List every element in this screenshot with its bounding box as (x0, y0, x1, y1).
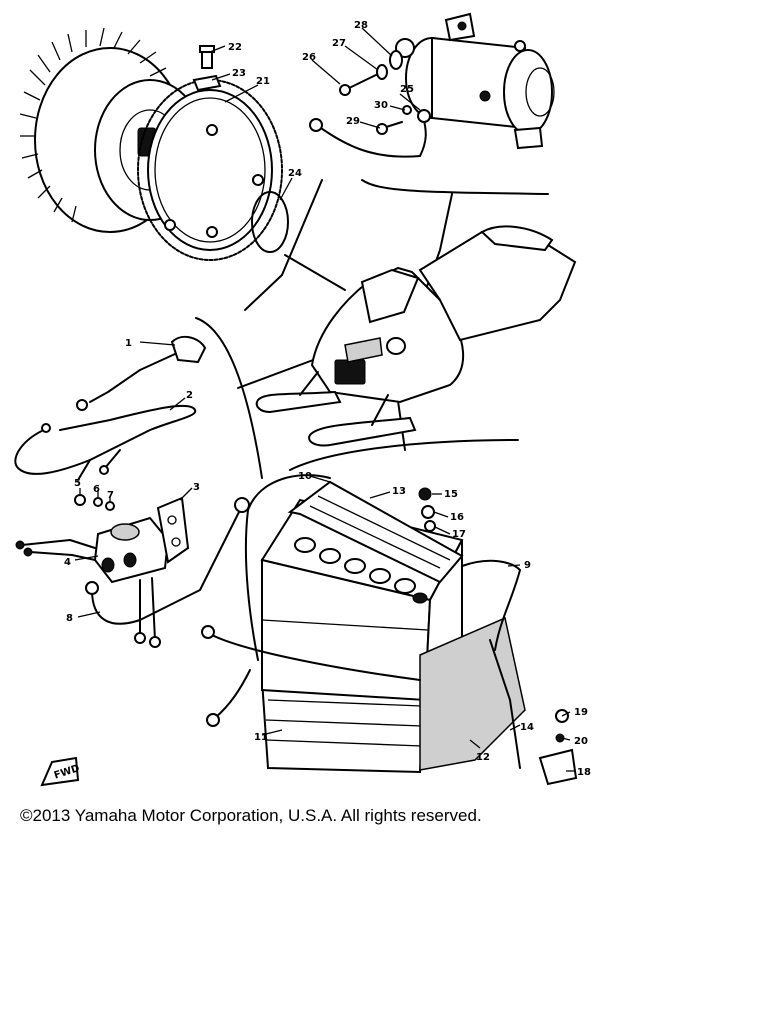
callout-10: 10 (298, 471, 312, 482)
battery-caps (294, 537, 428, 604)
callout-13: 13 (392, 486, 406, 497)
battery-group (201, 474, 578, 786)
callout-1: 1 (125, 338, 132, 349)
callout-29: 29 (346, 116, 360, 127)
callout-25: 25 (400, 84, 414, 95)
callout-numbers: 1 2 3 4 5 6 7 8 9 10 11 12 13 14 15 16 1… (64, 20, 591, 778)
callout-12: 12 (476, 752, 490, 763)
callout-18: 18 (577, 767, 591, 778)
callout-15: 15 (444, 489, 458, 500)
separator-lines (195, 179, 549, 479)
callout-28: 28 (354, 20, 368, 31)
callout-5: 5 (74, 478, 81, 489)
snowmobile (255, 225, 577, 447)
wiring-group (14, 335, 250, 648)
copyright-notice: ©2013 Yamaha Motor Corporation, U.S.A. A… (20, 806, 482, 825)
flywheel-assembly (19, 27, 289, 261)
callout-9: 9 (524, 560, 531, 571)
callout-22: 22 (228, 42, 242, 53)
callout-26: 26 (302, 52, 316, 63)
callout-17: 17 (452, 529, 466, 540)
callout-21: 21 (256, 76, 270, 87)
callout-8: 8 (66, 613, 73, 624)
callout-14: 14 (520, 722, 534, 733)
callout-19: 19 (574, 707, 588, 718)
parts-diagram: FWD 1 2 3 4 5 6 7 8 9 10 11 12 13 14 15 … (14, 12, 591, 787)
callout-leaders (74, 27, 575, 772)
callout-6: 6 (93, 484, 100, 495)
callout-20: 20 (574, 736, 588, 747)
callout-16: 16 (450, 512, 464, 523)
fwd-arrow-icon: FWD (40, 756, 81, 787)
callout-2: 2 (186, 390, 193, 401)
callout-4: 4 (64, 557, 71, 568)
callout-3: 3 (193, 482, 200, 493)
callout-23: 23 (232, 68, 246, 79)
callout-27: 27 (332, 38, 346, 49)
callout-7: 7 (107, 490, 114, 501)
callout-24: 24 (288, 168, 302, 179)
starter-motor (309, 12, 555, 158)
callout-11: 11 (254, 732, 268, 743)
callout-30: 30 (374, 100, 388, 111)
